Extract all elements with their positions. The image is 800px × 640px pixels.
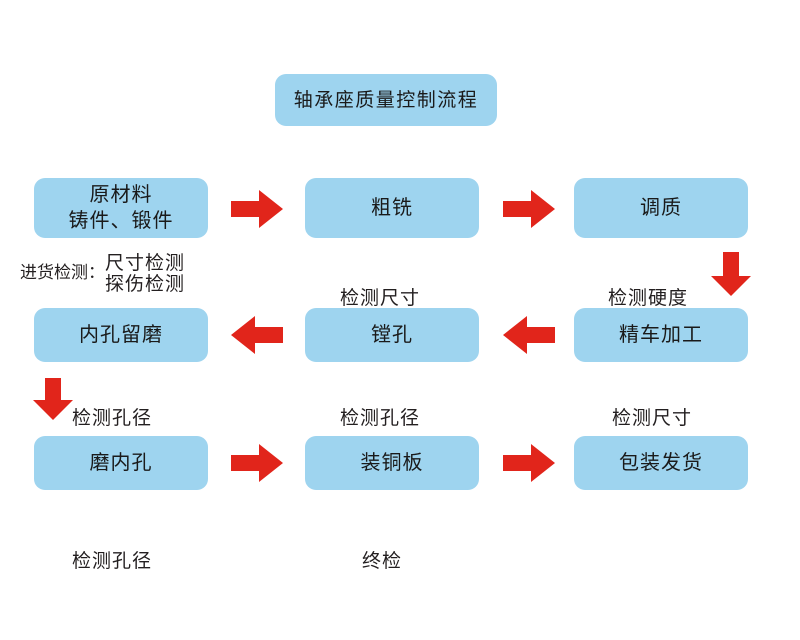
node-inner-hole-grind-allowance: 内孔留磨 xyxy=(34,308,208,362)
node-fine-turning-label: 精车加工 xyxy=(619,322,703,347)
caption-inner-hole-grind-allowance-check: 检测孔径 xyxy=(72,385,152,429)
caption-grind-inner-hole-check-text: 检测孔径 xyxy=(72,550,153,573)
arrow-grind-inner-hole-to-copper-plate xyxy=(231,444,283,482)
node-rough-milling: 粗铣 xyxy=(305,178,479,238)
node-tempering-label: 调质 xyxy=(640,195,682,220)
caption-boring-check-text: 检测孔径 xyxy=(340,407,421,430)
caption-final-inspection: 终检 xyxy=(362,528,402,572)
node-boring-label: 镗孔 xyxy=(371,322,413,347)
arrow-inner-hole-grind-allowance-to-grind-inner-hole xyxy=(33,378,73,420)
node-boring: 镗孔 xyxy=(305,308,479,362)
node-title: 轴承座质量控制流程 xyxy=(275,74,497,126)
caption-rough-milling-check-text: 检测尺寸 xyxy=(340,287,421,310)
caption-incoming-inspection: 进货检测：尺寸检测 探伤检测 xyxy=(20,252,186,296)
node-raw-material: 原材料 铸件、锻件 xyxy=(34,178,208,238)
caption-tempering-check: 检测硬度 xyxy=(608,265,688,309)
node-rough-milling-label: 粗铣 xyxy=(371,195,413,220)
node-install-copper-plate-label: 装铜板 xyxy=(360,450,424,475)
node-install-copper-plate: 装铜板 xyxy=(305,436,479,490)
caption-final-inspection-text: 终检 xyxy=(362,550,403,573)
node-grind-inner-hole: 磨内孔 xyxy=(34,436,208,490)
arrow-boring-to-inner-hole-grind-allowance xyxy=(231,316,283,354)
caption-grind-inner-hole-check: 检测孔径 xyxy=(72,528,152,572)
arrow-tempering-to-fine-turning xyxy=(711,252,751,296)
arrow-rough-milling-to-tempering xyxy=(503,190,555,228)
caption-incoming-inspection-lead: 进货检测： xyxy=(20,263,105,284)
caption-boring-check: 检测孔径 xyxy=(340,385,420,429)
caption-tempering-check-text: 检测硬度 xyxy=(608,287,689,310)
node-fine-turning: 精车加工 xyxy=(574,308,748,362)
arrow-raw-to-rough-milling xyxy=(231,190,283,228)
node-inner-hole-grind-allowance-label: 内孔留磨 xyxy=(79,322,163,347)
node-tempering: 调质 xyxy=(574,178,748,238)
node-grind-inner-hole-label: 磨内孔 xyxy=(89,450,153,475)
caption-incoming-inspection-items: 尺寸检测 探伤检测 xyxy=(105,252,186,296)
arrow-fine-turning-to-boring xyxy=(503,316,555,354)
node-packaging-shipping-label: 包装发货 xyxy=(619,450,703,475)
node-title-label: 轴承座质量控制流程 xyxy=(293,88,479,111)
node-raw-material-label: 原材料 铸件、锻件 xyxy=(68,182,174,232)
caption-fine-turning-check: 检测尺寸 xyxy=(612,385,692,429)
arrow-copper-plate-to-packaging xyxy=(503,444,555,482)
caption-rough-milling-check: 检测尺寸 xyxy=(340,265,420,309)
caption-fine-turning-check-text: 检测尺寸 xyxy=(612,407,693,430)
node-packaging-shipping: 包装发货 xyxy=(574,436,748,490)
caption-inner-hole-grind-allowance-check-text: 检测孔径 xyxy=(72,407,153,430)
